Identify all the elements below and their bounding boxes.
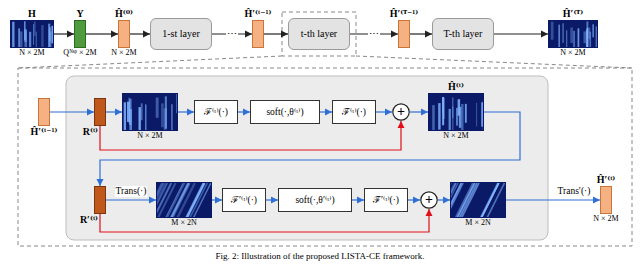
dimension-label: N × 2M: [137, 131, 162, 140]
function-name: ℱ̃′⁽ᵗ⁾(·): [373, 194, 399, 206]
function-box: ℱ′⁽ᵗ⁾(·): [222, 188, 266, 212]
connector: [438, 199, 450, 200]
function-name: soft(·,θ⁽ᵗ⁾): [266, 106, 303, 118]
edge-label: ⋯: [368, 29, 380, 40]
layer-panel: [66, 76, 548, 240]
matrix-heatmap: M × 2N: [450, 182, 506, 218]
function-name: ℱ⁽ᵗ⁾(·): [204, 106, 228, 118]
dimension-label: Qᴺˢᵖ × 2M: [63, 48, 96, 57]
dimension-label: N × 2M: [560, 48, 585, 57]
function-box: ℱ̃⁽ᵗ⁾(·): [332, 100, 376, 124]
matrix-heatmap: HN × 2M: [10, 20, 54, 48]
matrix-heatmap: N × 2M: [122, 93, 178, 131]
function-box: soft(·,θ′⁽ᵗ⁾): [278, 188, 352, 212]
estimate-block: Ĥ′⁽ᵗ⁾N × 2M: [600, 186, 612, 214]
matrix-label: R⁽ᵗ⁾: [83, 126, 98, 138]
connector: [506, 199, 600, 200]
connector: [86, 33, 118, 34]
dimension-label: N × 2M: [111, 48, 136, 57]
connector: [264, 33, 288, 34]
estimate-block: Ĥ′⁽ᵀ⁻¹⁾: [398, 20, 410, 48]
matrix-label: Ĥ′⁽ᵀ⁻¹⁾: [390, 8, 419, 20]
function-name: ℱ̃⁽ᵗ⁾(·): [342, 106, 366, 118]
matrix-label: R′⁽ᵗ⁾: [80, 214, 98, 226]
dimension-label: N × 2M: [593, 214, 618, 223]
connector: [50, 111, 94, 112]
heatmap-pattern: [11, 21, 53, 47]
highlight-frame: [282, 12, 356, 56]
heatmap-pattern: [429, 94, 483, 130]
matrix-label: Ĥ′⁽ᵗ⁾: [597, 174, 616, 186]
connector: [106, 199, 156, 200]
figure-caption: Fig. 2: Illustration of the proposed LIS…: [0, 251, 640, 262]
layer-box: t-th layer: [288, 18, 350, 50]
heatmap-pattern: [451, 183, 505, 217]
matrix-heatmap: Ĥ′⁽ᵀ⁾N × 2M: [548, 20, 598, 48]
connector: [410, 111, 428, 112]
function-box: soft(·,θ⁽ᵗ⁾): [250, 100, 320, 124]
matrix-heatmap: Ĥ⁽ᵗ⁾N × 2M: [428, 93, 484, 131]
edge-label: Trans(·): [115, 186, 148, 197]
layer-box: T-th layer: [432, 18, 494, 50]
zoom-line: [18, 56, 282, 68]
matrix-label: Ĥ′⁽ᵗ⁻¹⁾: [245, 8, 272, 20]
zoom-line: [356, 56, 632, 68]
sum-node: +: [420, 191, 438, 209]
layer-name: t-th layer: [301, 28, 337, 40]
dimension-label: M × 2N: [465, 218, 490, 227]
matrix-label: Ĥ⁽⁰⁾: [115, 8, 133, 20]
dimension-label: M × 2N: [171, 218, 196, 227]
connector: [376, 111, 392, 112]
estimate-block: Ĥ⁽⁰⁾N × 2M: [118, 20, 130, 48]
connector: [408, 199, 420, 200]
matrix-label: Ĥ′⁽ᵀ⁾: [563, 8, 583, 20]
matrix-label: Ĥ′⁽ᵗ⁻¹⁾: [31, 126, 58, 138]
connector: [320, 111, 332, 112]
heatmap-pattern: [157, 183, 211, 217]
layer-name: T-th layer: [444, 28, 483, 40]
residual-block: R′⁽ᵗ⁾: [94, 186, 106, 214]
sum-node: +: [392, 103, 410, 121]
observation-block: YQᴺˢᵖ × 2M: [74, 20, 86, 48]
connector: [130, 33, 150, 34]
matrix-label: Y: [76, 8, 83, 20]
matrix-heatmap: M × 2N: [156, 182, 212, 218]
function-box: ℱ̃′⁽ᵗ⁾(·): [364, 188, 408, 212]
connector: [494, 33, 548, 34]
estimate-block: Ĥ′⁽ᵗ⁻¹⁾: [38, 98, 50, 126]
expansion-region: [18, 68, 632, 246]
dimension-label: N × 2M: [19, 48, 44, 57]
connector: [238, 111, 250, 112]
connector: [100, 209, 429, 232]
connector: [410, 33, 432, 34]
function-box: ℱ⁽ᵗ⁾(·): [194, 100, 238, 124]
connector: [212, 199, 222, 200]
connector: [54, 33, 74, 34]
operator-symbol: +: [425, 193, 433, 207]
dimension-label: N × 2M: [443, 131, 468, 140]
function-name: soft(·,θ′⁽ᵗ⁾): [295, 194, 334, 206]
residual-block: R⁽ᵗ⁾: [94, 98, 106, 126]
estimate-block: Ĥ′⁽ᵗ⁻¹⁾: [252, 20, 264, 48]
connector: [266, 199, 278, 200]
layer-box: 1-st layer: [150, 18, 212, 50]
function-name: ℱ′⁽ᵗ⁾(·): [231, 194, 257, 206]
edge-label: ⋯: [226, 29, 238, 40]
matrix-label: H: [28, 8, 36, 20]
edge-label: Trans′(·): [557, 186, 592, 197]
connector: [106, 111, 122, 112]
operator-symbol: +: [397, 105, 405, 119]
heatmap-pattern: [549, 21, 597, 47]
connector: [178, 111, 194, 112]
connector: [352, 199, 364, 200]
layer-name: 1-st layer: [162, 28, 200, 40]
heatmap-pattern: [123, 94, 177, 130]
matrix-label: Ĥ⁽ᵗ⁾: [448, 81, 464, 93]
